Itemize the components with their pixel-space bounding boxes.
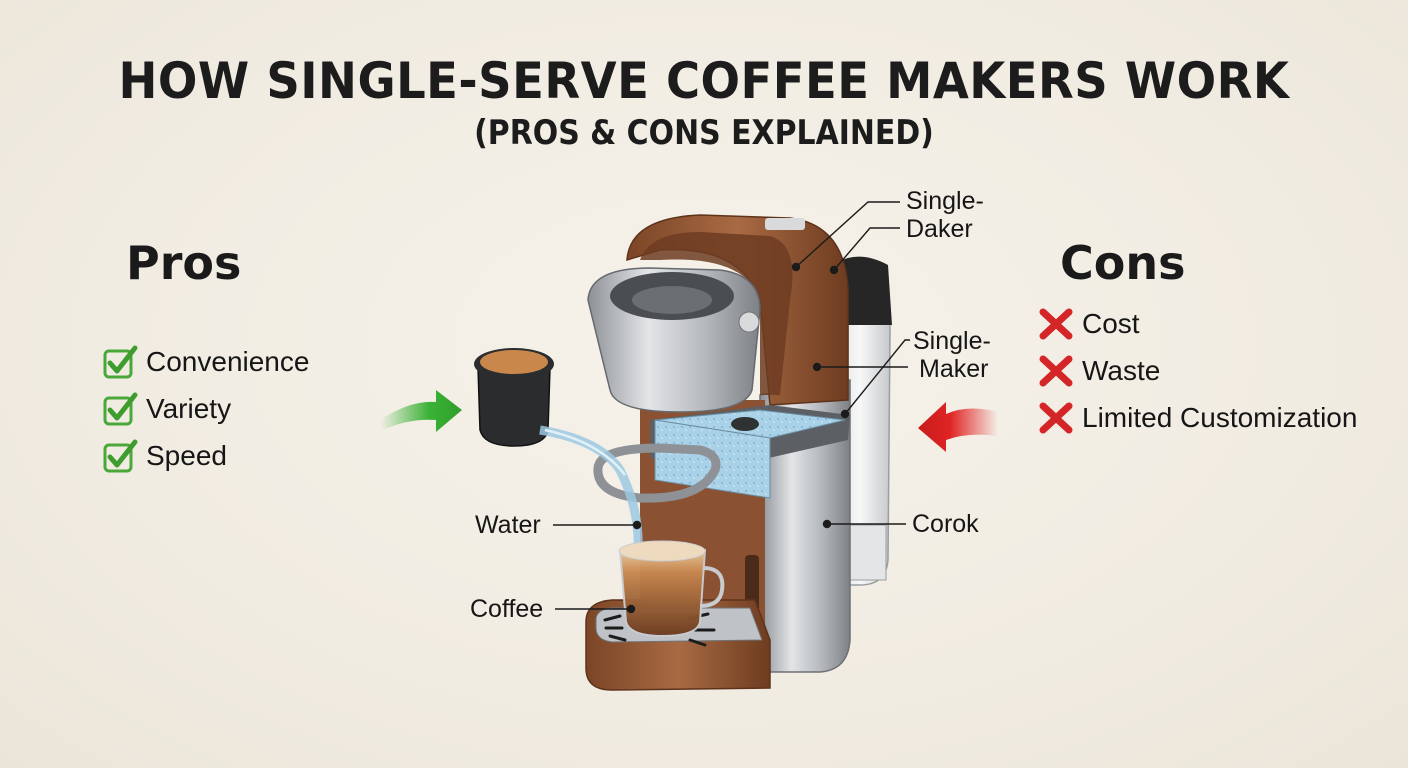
callout-coffee: Coffee <box>470 595 544 623</box>
red-x-icon <box>1039 402 1073 433</box>
pros-item-label: Convenience <box>146 345 310 377</box>
red-x-icon <box>1039 355 1073 386</box>
cons-list: Cost Waste Limited Customization <box>1038 300 1357 441</box>
cons-item-label: Limited Customization <box>1082 401 1358 433</box>
red-x-icon <box>1039 308 1073 339</box>
cons-item: Waste <box>1038 347 1357 394</box>
callout-leaders <box>553 201 910 614</box>
page-subtitle: (PROS & CONS EXPLAINED) <box>474 113 934 153</box>
pros-item-label: Variety <box>146 392 232 424</box>
pros-item: Convenience <box>102 338 309 385</box>
pros-item: Speed <box>102 432 309 479</box>
red-arrow-icon <box>918 402 998 452</box>
cons-item: Limited Customization <box>1038 394 1357 441</box>
cons-heading: Cons <box>1060 236 1186 290</box>
pros-heading: Pros <box>126 236 242 290</box>
cons-item: Cost <box>1038 300 1357 347</box>
green-checkbox-icon <box>103 439 138 472</box>
callout-single-daker: Single- Daker <box>906 187 984 243</box>
pros-list: Convenience Variety Speed <box>102 338 309 479</box>
callout-tank: Corok <box>912 510 979 538</box>
pros-item: Variety <box>102 385 309 432</box>
page-title: HOW SINGLE-SERVE COFFEE MAKERS WORK <box>118 52 1290 110</box>
green-checkbox-icon <box>103 345 138 378</box>
green-checkbox-icon <box>103 392 138 425</box>
green-arrow-icon <box>380 390 462 432</box>
cons-item-label: Waste <box>1082 354 1161 386</box>
cons-item-label: Cost <box>1082 307 1140 339</box>
callout-water: Water <box>475 511 541 539</box>
pros-item-label: Speed <box>146 439 227 471</box>
callout-single-maker: Single- Maker <box>913 327 991 383</box>
